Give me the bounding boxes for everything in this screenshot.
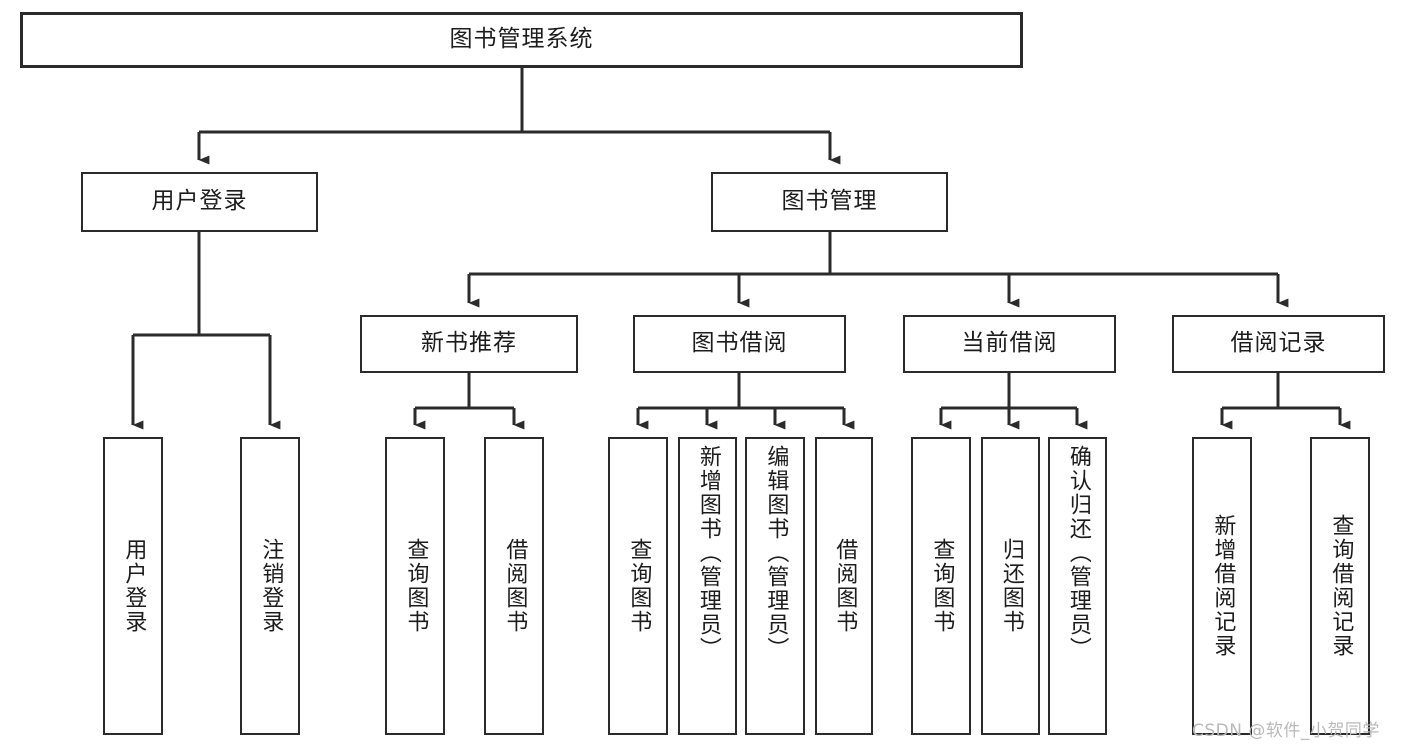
node-leaf-confirm-return-admin-label: 确认归还（管理员） (1065, 445, 1091, 661)
node-user-login[interactable]: 用户登录 (81, 172, 318, 232)
node-book-management-label: 图书管理 (781, 188, 878, 215)
node-leaf-borrow-query-book[interactable]: 查询图书 (608, 437, 668, 735)
node-leaf-logout-label: 注销登录 (258, 538, 284, 634)
node-leaf-borrow-book[interactable]: 借阅图书 (815, 437, 873, 735)
node-leaf-add-book-admin[interactable]: 新增图书（管理员） (678, 437, 737, 735)
node-borrow-record-label: 借阅记录 (1230, 330, 1327, 357)
node-leaf-newbook-query-book-label: 查询图书 (403, 538, 429, 634)
node-root[interactable]: 图书管理系统 (20, 12, 1023, 68)
node-leaf-borrow-query-book-label: 查询图书 (626, 538, 652, 634)
node-borrow-record[interactable]: 借阅记录 (1172, 315, 1385, 373)
node-leaf-newbook-borrow-book-label: 借阅图书 (502, 538, 528, 634)
node-leaf-edit-book-admin[interactable]: 编辑图书（管理员） (745, 437, 805, 735)
node-book-management[interactable]: 图书管理 (711, 172, 948, 232)
node-leaf-newbook-query-book[interactable]: 查询图书 (385, 437, 445, 735)
node-leaf-add-borrow-record[interactable]: 新增借阅记录 (1192, 437, 1252, 735)
node-leaf-query-borrow-record[interactable]: 查询借阅记录 (1310, 437, 1370, 735)
node-current-borrow[interactable]: 当前借阅 (903, 315, 1116, 373)
node-leaf-add-borrow-record-label: 新增借阅记录 (1210, 514, 1236, 658)
watermark-text: CSDN @软件_小贺同学 (1192, 721, 1380, 741)
node-current-borrow-label: 当前借阅 (961, 330, 1058, 357)
node-new-book-recommend-label: 新书推荐 (421, 330, 517, 357)
node-leaf-current-query-book-label: 查询图书 (929, 538, 955, 634)
node-leaf-current-query-book[interactable]: 查询图书 (911, 437, 971, 735)
node-leaf-return-book[interactable]: 归还图书 (981, 437, 1040, 735)
node-leaf-user-login-label: 用户登录 (121, 538, 147, 634)
node-leaf-edit-book-admin-label: 编辑图书（管理员） (763, 445, 789, 661)
node-leaf-confirm-return-admin[interactable]: 确认归还（管理员） (1048, 437, 1107, 735)
node-user-login-label: 用户登录 (151, 188, 248, 215)
node-leaf-logout[interactable]: 注销登录 (240, 437, 300, 735)
node-root-label: 图书管理系统 (449, 26, 594, 53)
node-leaf-return-book-label: 归还图书 (998, 538, 1024, 634)
node-book-borrow[interactable]: 图书借阅 (633, 315, 846, 373)
node-leaf-newbook-borrow-book[interactable]: 借阅图书 (484, 437, 544, 735)
node-leaf-query-borrow-record-label: 查询借阅记录 (1328, 514, 1354, 658)
node-leaf-borrow-book-label: 借阅图书 (832, 538, 858, 634)
node-leaf-add-book-admin-label: 新增图书（管理员） (695, 445, 721, 661)
node-new-book-recommend[interactable]: 新书推荐 (360, 315, 578, 373)
node-leaf-user-login[interactable]: 用户登录 (103, 437, 163, 735)
node-book-borrow-label: 图书借阅 (691, 330, 788, 357)
